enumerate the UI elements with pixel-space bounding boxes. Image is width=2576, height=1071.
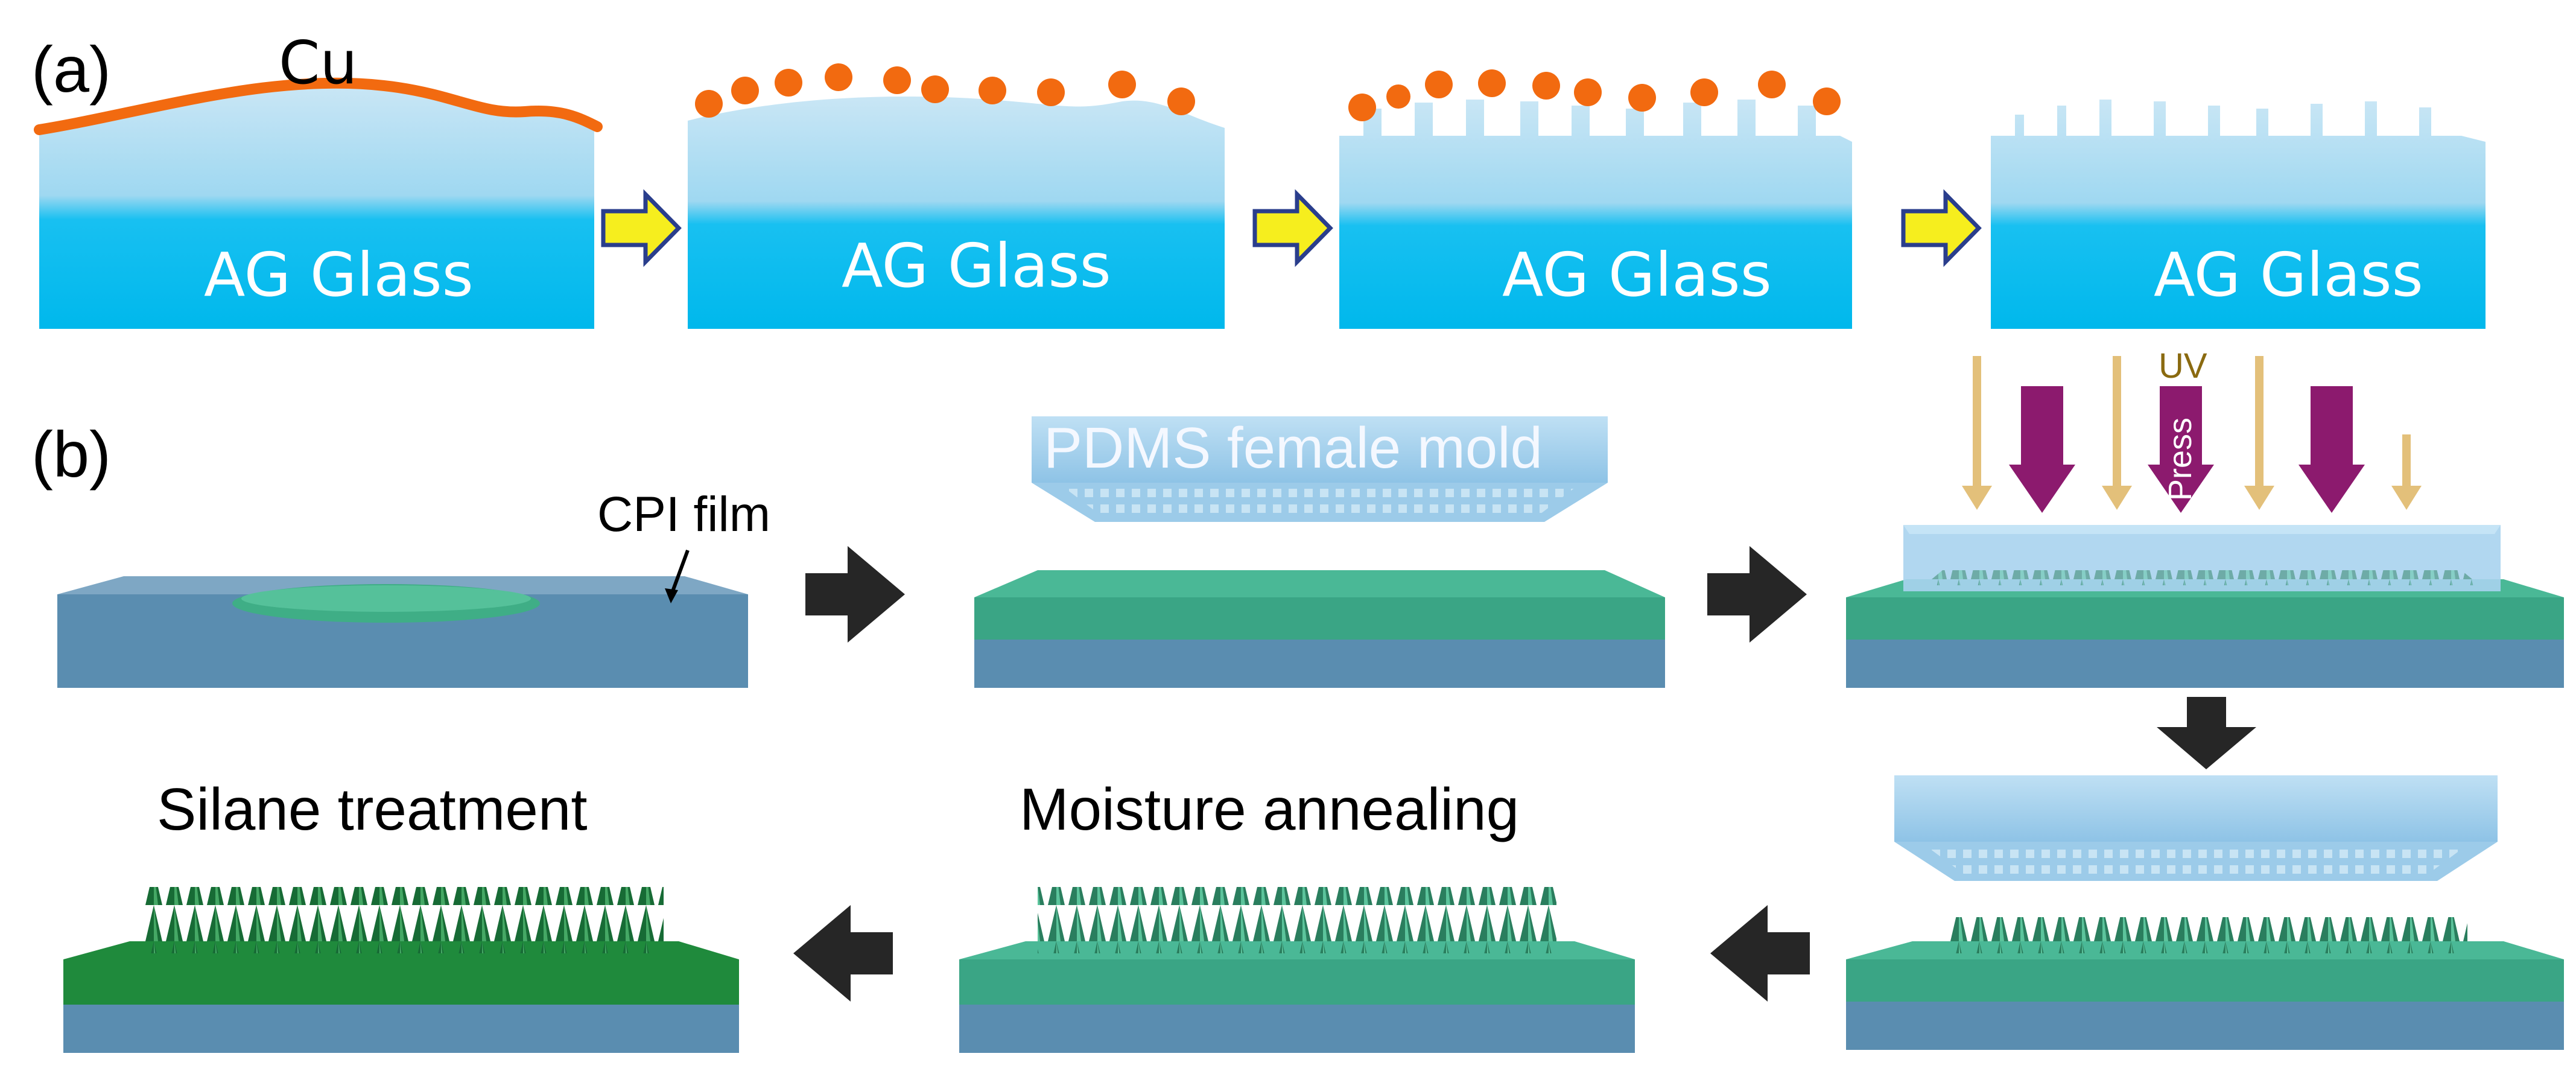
dark-arrow-right [805, 546, 905, 643]
silane-treatment-stage: Silane treatment [63, 776, 739, 1053]
dark-arrow-right [1707, 546, 1807, 643]
glass-label: AG Glass [2154, 240, 2423, 310]
press-arrows [2009, 386, 2365, 513]
dark-arrow-left [793, 905, 893, 1002]
moisture-label: Moisture annealing [1020, 776, 1519, 842]
cu-particles [695, 63, 1195, 118]
pdms-mold-stage: PDMS female mold [974, 416, 1665, 688]
glass-step-2: AG Glass [688, 63, 1225, 329]
dark-arrow-down [2157, 697, 2256, 769]
cpi-pointer [669, 549, 690, 597]
moisture-annealing-stage: Moisture annealing [959, 776, 1635, 1053]
yellow-arrow [1252, 189, 1333, 267]
cu-particles [1348, 69, 1841, 121]
glass-step-3: AG Glass [1339, 69, 1852, 329]
yellow-arrow [601, 189, 682, 267]
glass-step-1: Cu AG Glass [34, 29, 603, 329]
dark-arrow-left [1710, 905, 1810, 1002]
uv-arrows [1962, 356, 2422, 510]
cpi-film-stage: CPI film [57, 487, 770, 688]
press-uv-stage: UV Press [1846, 346, 2564, 688]
silane-label: Silane treatment [157, 776, 588, 842]
cu-label: Cu [279, 29, 358, 98]
yellow-arrow [1901, 189, 1982, 267]
cu-film [34, 77, 603, 135]
glass-label: AG Glass [842, 230, 1111, 301]
demold-stage [1846, 775, 2564, 1050]
glass-label: AG Glass [204, 240, 474, 310]
mold-label: PDMS female mold [1044, 416, 1543, 480]
panel-b-label: (b) [31, 418, 111, 491]
uv-label: UV [2159, 346, 2207, 386]
panel-a-label: (a) [31, 33, 111, 106]
glass-step-4: AG Glass [1991, 100, 2486, 329]
press-label: Press [2162, 418, 2198, 501]
cpi-label: CPI film [597, 487, 770, 542]
glass-label: AG Glass [1502, 240, 1772, 310]
